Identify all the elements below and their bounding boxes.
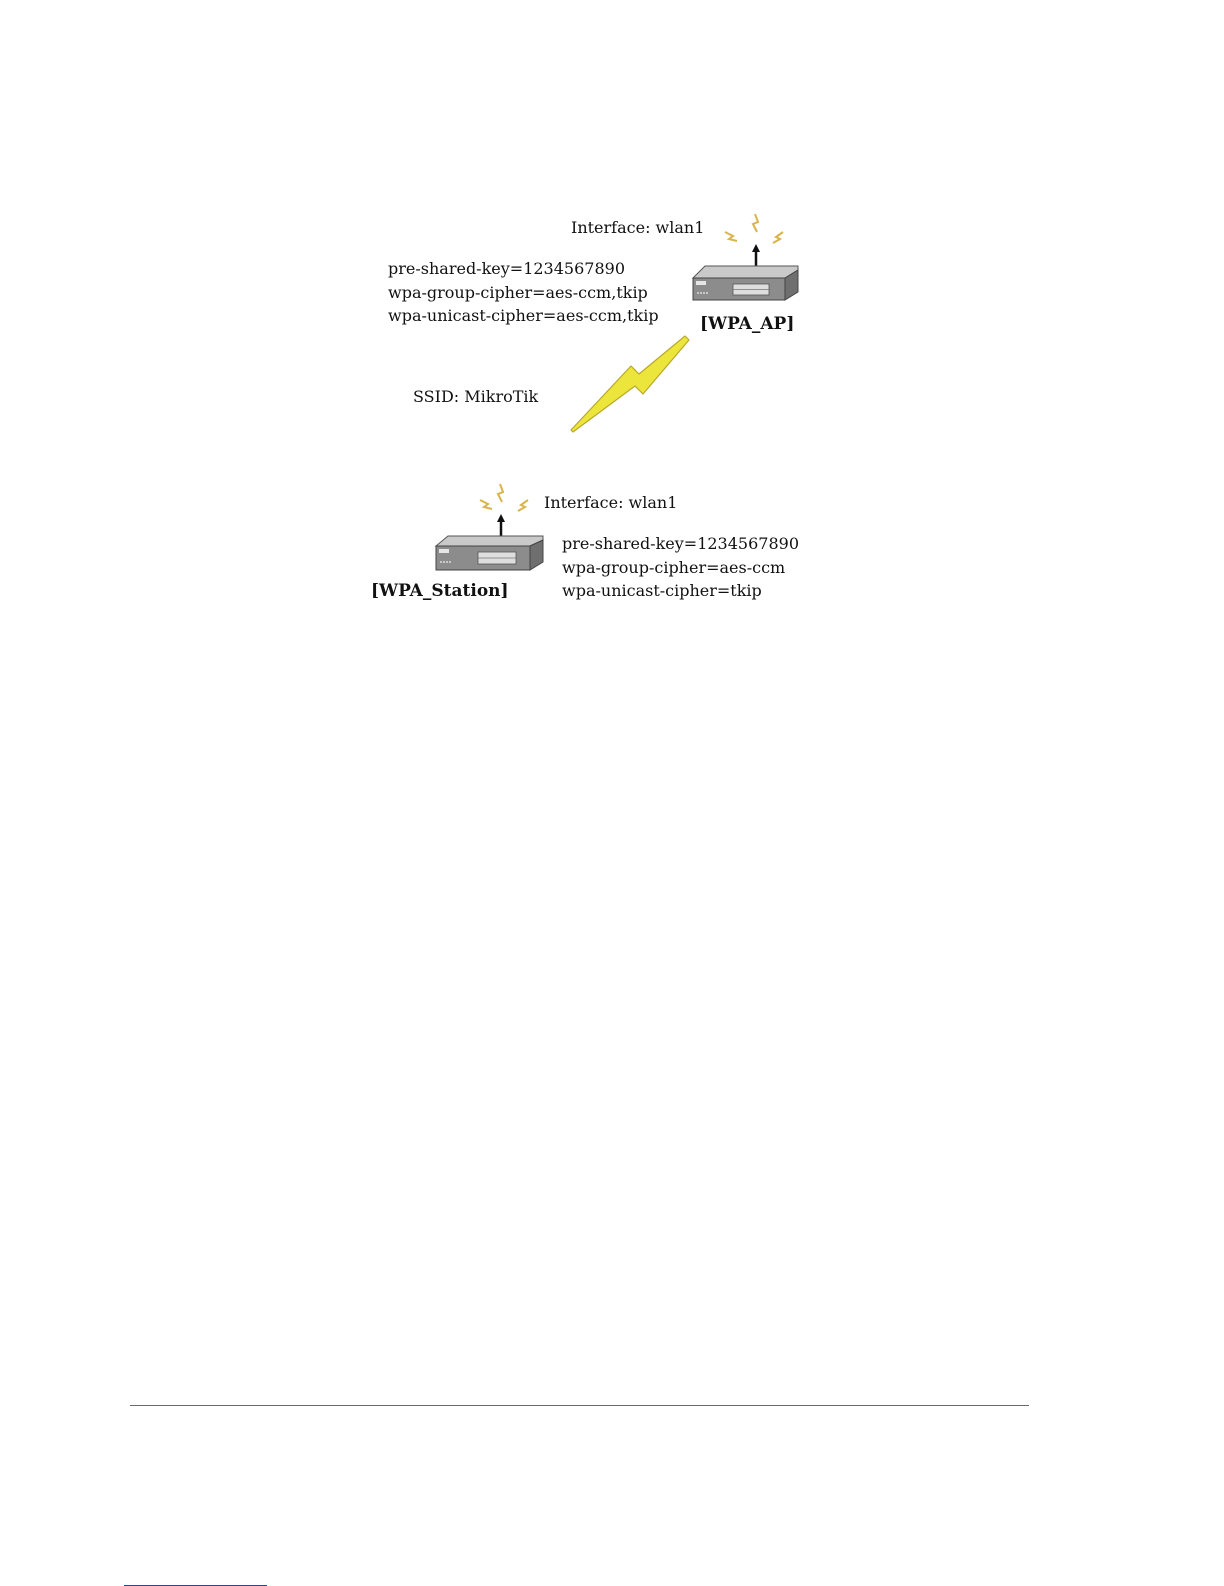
station-param-psk: pre-shared-key=1234567890 xyxy=(562,532,799,556)
station-router-icon xyxy=(430,482,550,582)
wireless-wpa-diagram: Interface: wlan1 pre-shared-key=12345678… xyxy=(360,200,840,620)
wireless-link-bolt-icon xyxy=(565,332,700,437)
station-param-unicast-cipher: wpa-unicast-cipher=tkip xyxy=(562,579,799,603)
ap-signal-sparks-icon xyxy=(725,214,783,243)
ap-router-icon xyxy=(685,208,805,308)
ap-param-psk: pre-shared-key=1234567890 xyxy=(388,257,659,281)
ap-device-name: [WPA_AP] xyxy=(700,313,794,336)
ap-param-group-cipher: wpa-group-cipher=aes-ccm,tkip xyxy=(388,281,659,305)
ap-param-unicast-cipher: wpa-unicast-cipher=aes-ccm,tkip xyxy=(388,304,659,328)
station-signal-sparks-icon xyxy=(480,484,528,511)
ssid-label: SSID: MikroTik xyxy=(413,385,538,408)
station-interface-label: Interface: wlan1 xyxy=(544,491,677,514)
station-param-group-cipher: wpa-group-cipher=aes-ccm xyxy=(562,556,799,580)
station-params: pre-shared-key=1234567890 wpa-group-ciph… xyxy=(562,532,799,603)
ap-params: pre-shared-key=1234567890 wpa-group-ciph… xyxy=(388,257,659,328)
station-device-name: [WPA_Station] xyxy=(371,580,509,603)
footnote-separator xyxy=(130,1405,1029,1406)
